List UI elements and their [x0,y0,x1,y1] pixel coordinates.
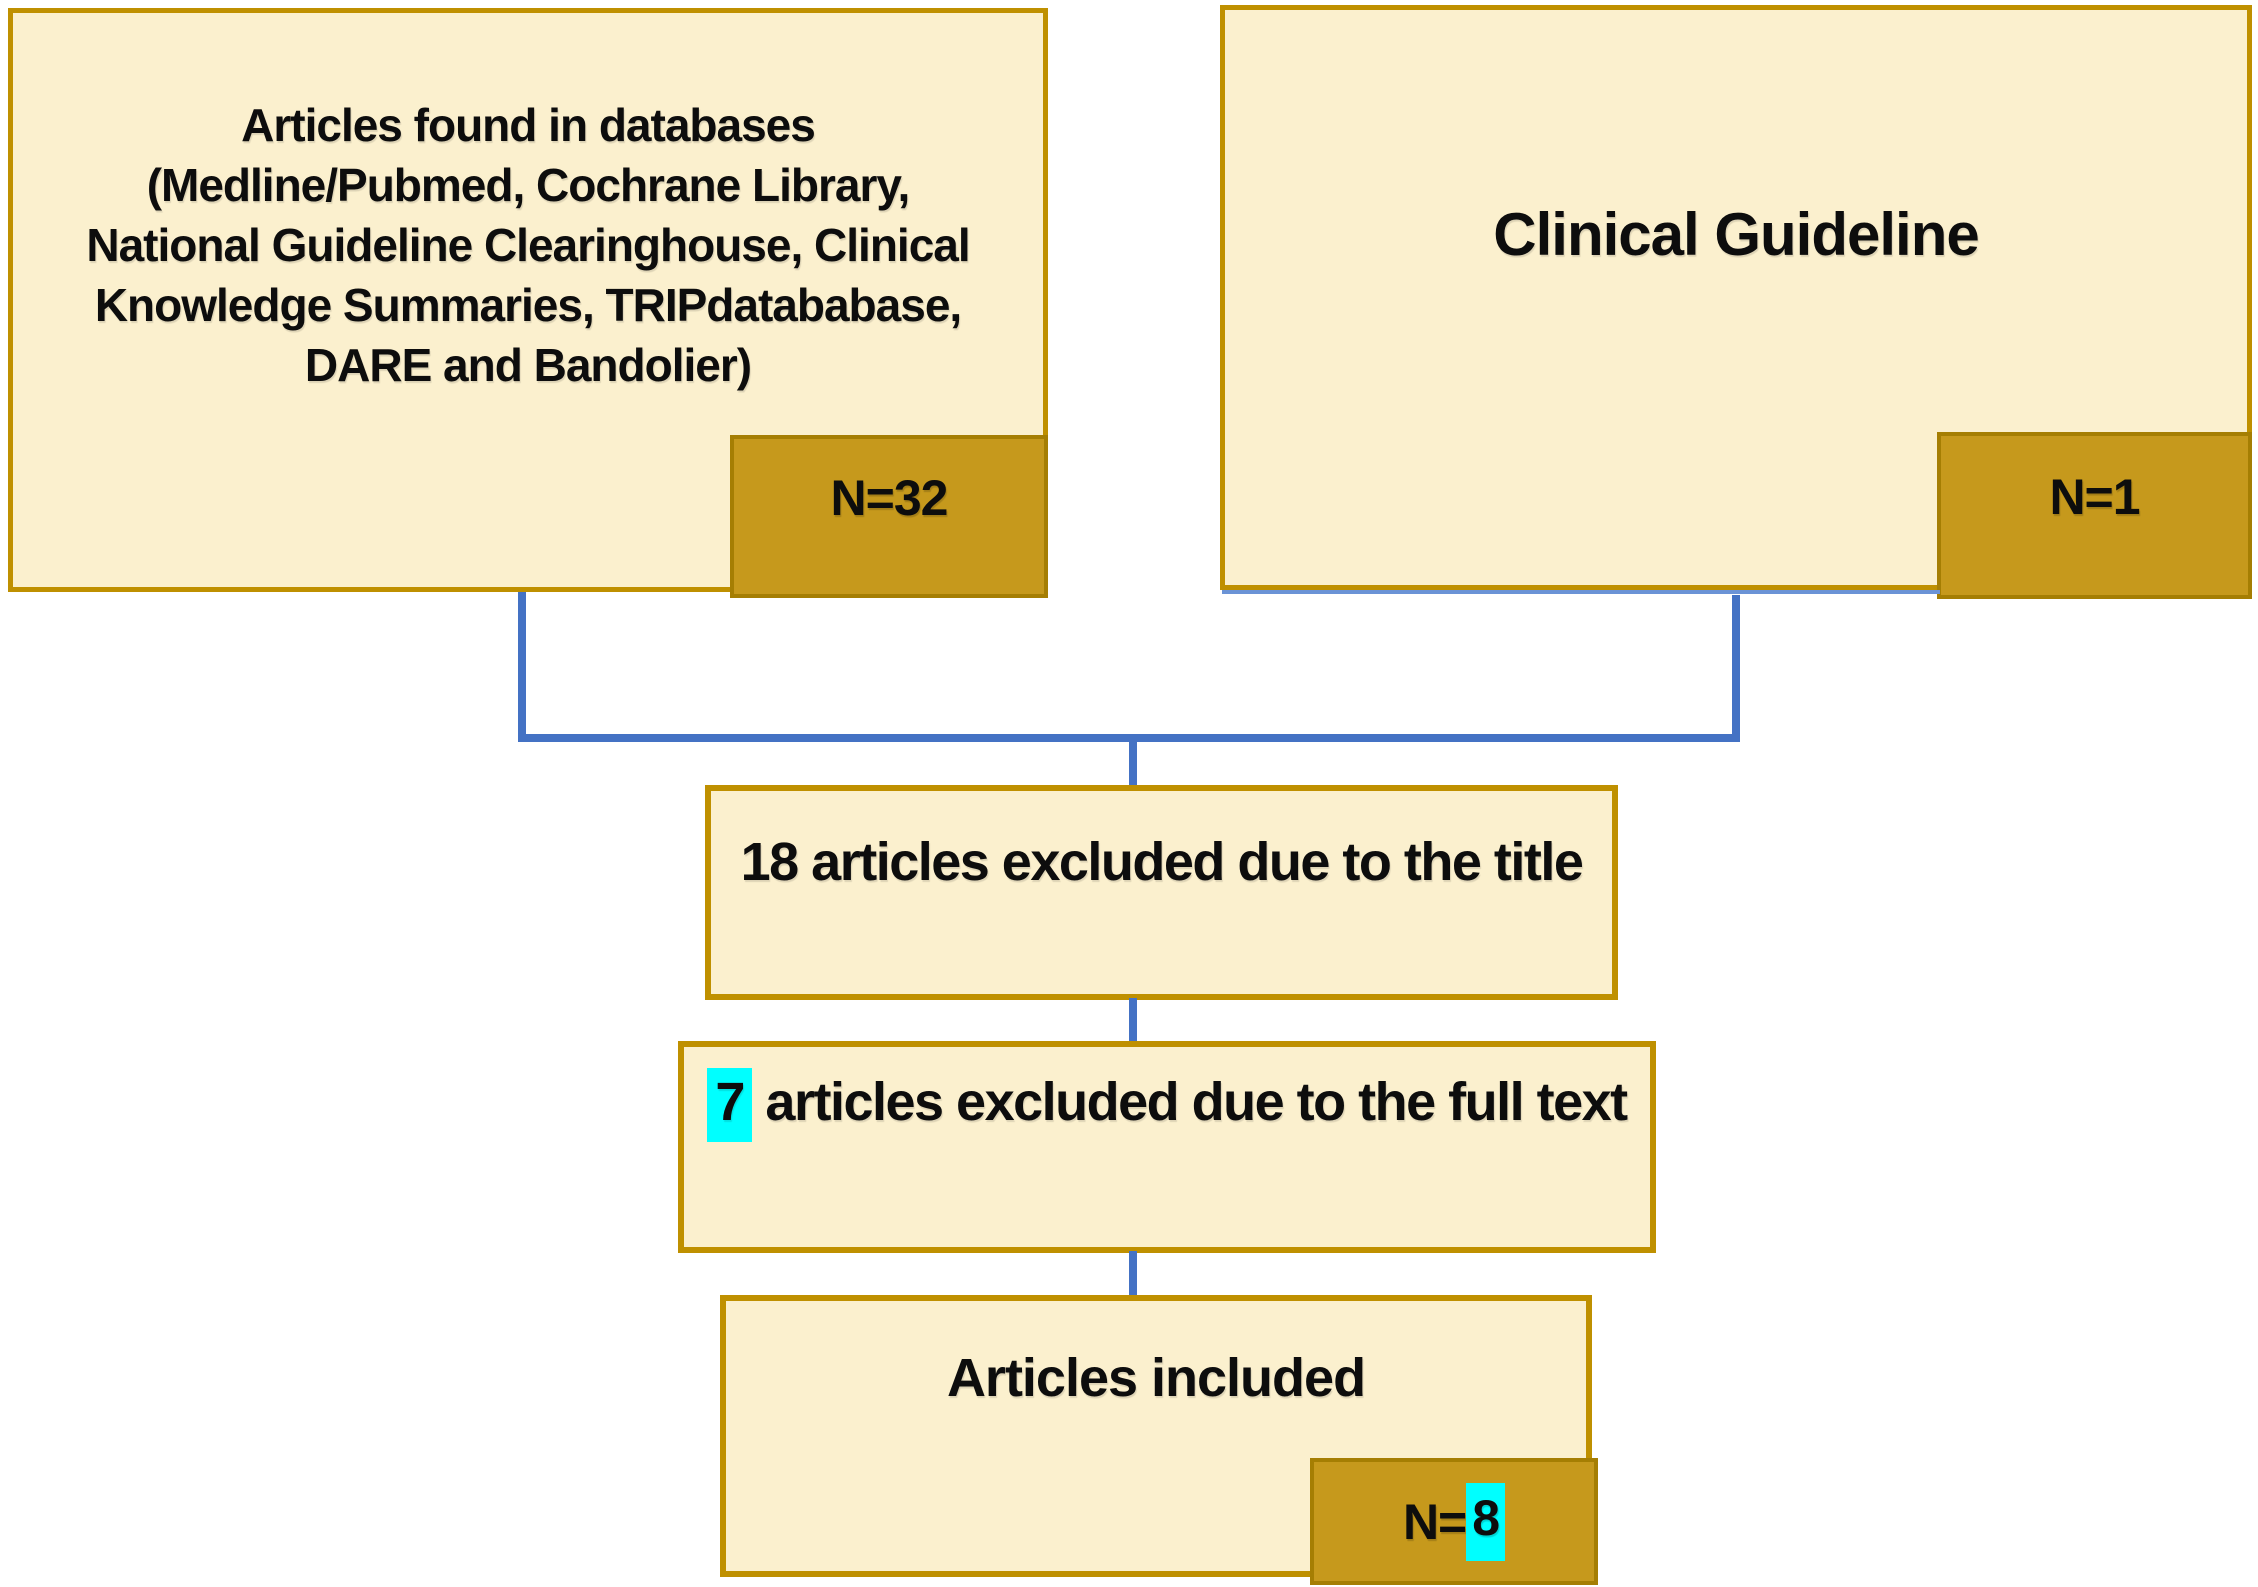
connector-drop-to-title-exclusion [1129,742,1137,789]
badge-n8: N=8 [1310,1458,1598,1585]
connector-guideline-underline [1222,590,1940,594]
badge-n32-label: N=32 [830,470,949,526]
box-excluded-title: 18 articles excluded due to the title [705,785,1618,1000]
box-excluded-title-text: 18 articles excluded due to the title [740,832,1584,892]
box-articles-included-text: Articles included [946,1348,1366,1408]
badge-n8-prefix: N= [1402,1493,1467,1550]
connector-left-vertical [518,592,526,742]
box-articles-found-text: Articles found in databases (Medline/Pub… [86,99,970,391]
badge-n32: N=32 [730,435,1048,598]
connector-drop-to-fulltext-exclusion [1129,998,1137,1045]
box-articles-found-in-databases: Articles found in databases (Medline/Pub… [8,8,1048,592]
badge-n8-highlighted-count: 8 [1466,1482,1506,1561]
connector-drop-to-included [1129,1251,1137,1299]
badge-n1-label: N=1 [2049,469,2140,525]
box-excluded-fulltext-text: 7 articles excluded due to the full text [684,1047,1650,1142]
connector-horizontal [518,734,1740,742]
badge-n1: N=1 [1937,432,2252,599]
box-clinical-guideline-text: Clinical Guideline [1493,201,1979,268]
connector-right-vertical [1732,595,1740,742]
box-excluded-fulltext-rest: articles excluded due to the full text [751,1072,1628,1132]
highlighted-count-7: 7 [707,1068,752,1142]
box-excluded-fulltext: 7 articles excluded due to the full text [678,1041,1656,1253]
